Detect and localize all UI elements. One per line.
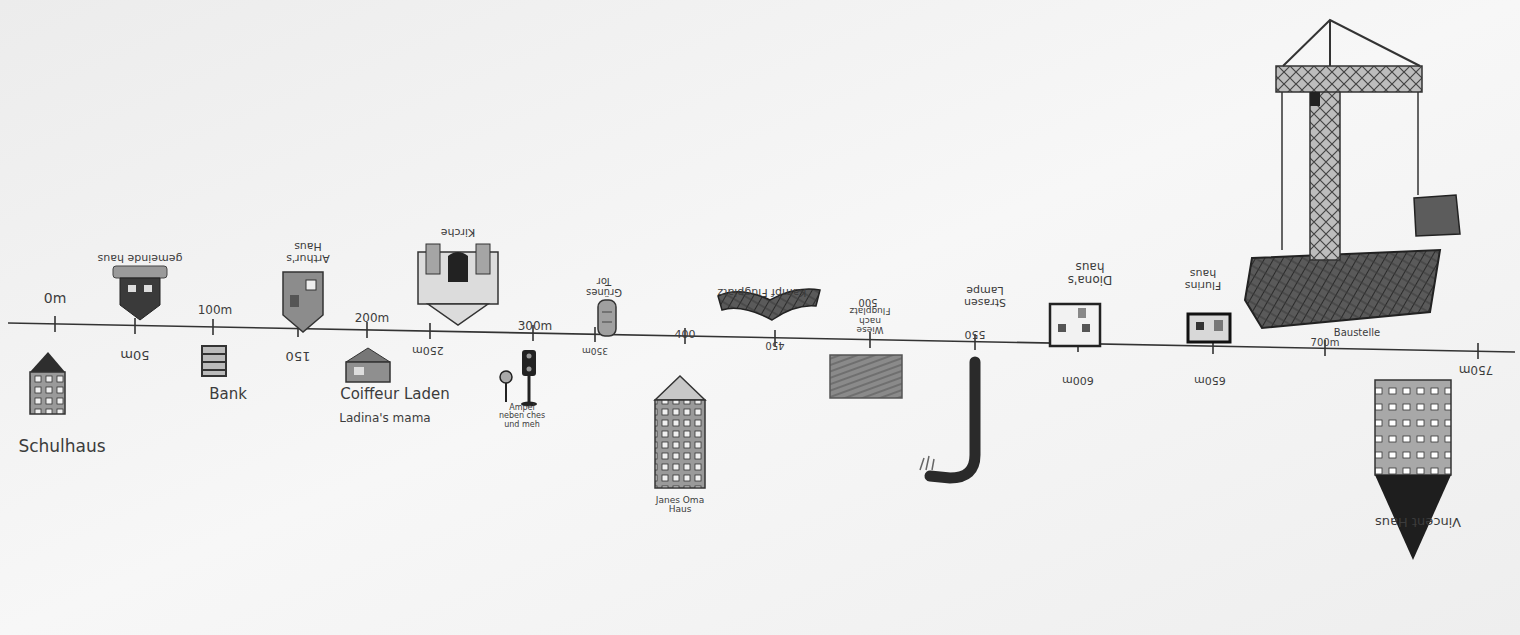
handwritten-label: 100m	[198, 304, 233, 317]
handwritten-label: 200m	[355, 312, 390, 325]
handwritten-label: 350m	[582, 345, 608, 354]
handwritten-label: 600m	[1062, 374, 1094, 386]
handwritten-label: Arthur's Haus	[282, 240, 334, 263]
handwritten-label: Diona's haus	[1064, 260, 1116, 285]
house-drawing	[283, 272, 323, 332]
street-lamp-drawing	[920, 362, 975, 478]
house-drawing	[1050, 304, 1100, 346]
gate-drawing	[598, 300, 616, 336]
town-hall-drawing	[113, 266, 167, 320]
handwritten-label: Janes Oma Haus	[651, 496, 709, 515]
handwritten-label: 150	[286, 349, 311, 363]
apartment-drawing	[655, 376, 705, 488]
construction-site-drawing	[1245, 20, 1460, 328]
number-line	[8, 323, 1515, 352]
handwritten-label: 650m	[1194, 374, 1226, 386]
handwritten-label: 450	[765, 340, 784, 351]
handwritten-label: Bank	[209, 387, 247, 403]
handwritten-label: 400	[675, 329, 696, 341]
handwritten-label: gemeinde haus	[98, 252, 183, 264]
handwritten-label: 300m	[518, 320, 553, 333]
handwritten-label: 750m	[1459, 364, 1494, 377]
handwritten-label: Kirche	[441, 226, 475, 238]
house-drawing	[1188, 314, 1230, 342]
handwritten-label: 550	[965, 328, 986, 340]
handwritten-label: Coiffeur Laden	[340, 387, 450, 403]
handwritten-label: Strasen Lampe	[962, 284, 1008, 307]
bench-drawing	[202, 346, 226, 376]
handwritten-label: 700m	[1311, 338, 1340, 349]
handwritten-label: 0m	[44, 291, 67, 306]
handwritten-label: Wiese nach Flugplatz	[847, 306, 893, 334]
handwritten-label: Baustelle	[1334, 328, 1380, 339]
church-drawing	[418, 244, 498, 325]
apartment-drawing	[1375, 380, 1451, 560]
handwritten-label: Schulhaus	[18, 438, 105, 456]
handwritten-label: 250m	[412, 344, 444, 356]
handwritten-label: Ladina's mama	[339, 412, 430, 425]
handwritten-label: Grünes Tor	[586, 276, 622, 297]
handwritten-label: Ampel neben ches und meh	[496, 404, 548, 429]
handwritten-label: Flurins haus	[1177, 267, 1229, 290]
handwritten-label: Kampf Flugplatz	[717, 286, 806, 298]
traffic-light-drawing	[500, 350, 537, 407]
handwritten-label: 50m	[120, 348, 149, 362]
hair-salon-drawing	[346, 348, 390, 382]
handwritten-label: 500	[858, 297, 877, 308]
school-drawing	[30, 352, 65, 414]
meadow-drawing	[830, 355, 902, 398]
handwritten-label: Vincent Haus	[1375, 515, 1461, 529]
